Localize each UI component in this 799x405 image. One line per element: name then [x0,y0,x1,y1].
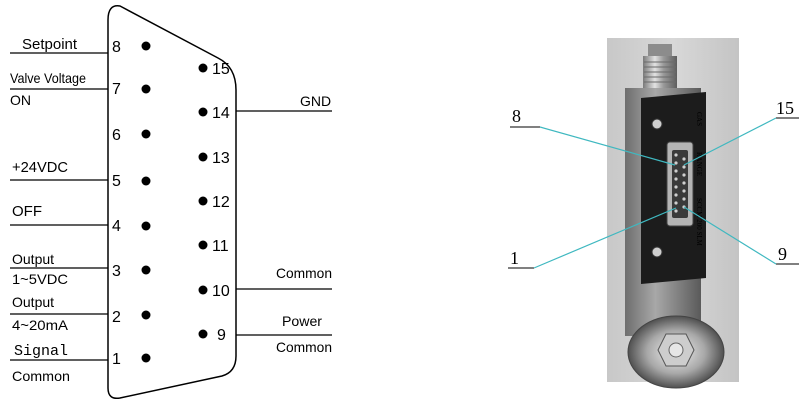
plus24vdc-label: +24VDC [12,159,68,176]
pin-row-left: 8 7 6 5 4 3 2 1 [112,39,151,368]
callout-8-line [539,126,676,166]
pin-13-dot [198,152,208,162]
right-labels: GND Common Power Common [276,93,332,355]
common-10-label: Common [276,265,332,281]
pin-3-number: 3 [112,263,121,280]
pin-9-dot [198,329,208,339]
callout-8-text: 8 [512,106,521,126]
range-4-20ma-label: 4~20mA [12,317,69,333]
device-photo: GAS RANGE SCCM 200 SLM [607,38,739,389]
pin-5-dot [141,176,151,186]
pin-6-number: 6 [112,127,121,144]
pin-5-number: 5 [112,173,121,190]
power-label: Power [282,313,322,329]
device-sccm-text: SCCM 200 SLM [695,198,703,247]
pin-1-dot [141,353,151,363]
pin-4-dot [141,221,151,231]
callout-9-text: 9 [778,244,787,264]
left-leader-lines [10,52,108,361]
output-1-label: Output [12,251,54,267]
callout-9-line [683,206,777,265]
pin-2-dot [141,310,151,320]
pin-14-dot [198,107,208,117]
right-leader-lines [236,110,332,336]
setpoint-label: Setpoint [22,36,78,53]
pin-6-dot [141,129,151,139]
signal-label: Signal [14,343,68,360]
callout-15-line [683,117,777,166]
bottom-fitting-bore [668,342,684,358]
pin-row-right: 15 14 13 12 11 10 9 [198,61,230,344]
pin-3-dot [141,265,151,275]
pin-15-number: 15 [212,61,230,78]
connector-outline [107,5,237,400]
callout-15-text: 15 [776,98,794,118]
pin-9-number: 9 [217,327,226,344]
pin-11-dot [198,240,208,250]
pin-12-dot [198,196,208,206]
callout-1-text: 1 [510,248,519,268]
pin-14-number: 14 [212,105,230,122]
signal-common-label: Common [12,368,70,384]
output-2-label: Output [12,294,54,310]
off-label: OFF [12,203,42,220]
device-range-text: RANGE [695,152,703,176]
gnd-label: GND [300,93,331,109]
pin-10-number: 10 [212,283,230,300]
pin-4-number: 4 [112,218,121,235]
photo-callouts: 8 15 1 9 [508,98,799,269]
pin-7-dot [141,84,151,94]
valve-voltage-label: Valve Voltage [10,70,86,86]
pin-2-number: 2 [112,309,121,326]
pin-15-dot [198,63,208,73]
pin-13-number: 13 [212,150,230,167]
pin-7-number: 7 [112,81,121,98]
pin-8-dot [141,41,151,51]
valve-on-label: ON [10,92,31,108]
pin-12-number: 12 [212,194,230,211]
pin-11-number: 11 [212,238,229,255]
screw-top [651,118,663,130]
range-1-5vdc-label: 1~5VDC [12,271,68,287]
left-labels: Setpoint Valve Voltage ON +24VDC OFF Out… [10,36,86,384]
device-gas-text: GAS [695,112,703,126]
pin-10-dot [198,285,208,295]
pin-8-number: 8 [112,39,121,56]
top-fitting-cap [648,44,672,58]
power-common-label: Common [276,339,332,355]
pin-1-number: 1 [112,351,121,368]
screw-bottom [651,246,663,258]
top-fitting-threads [644,61,676,83]
callout-1-line [533,207,677,269]
